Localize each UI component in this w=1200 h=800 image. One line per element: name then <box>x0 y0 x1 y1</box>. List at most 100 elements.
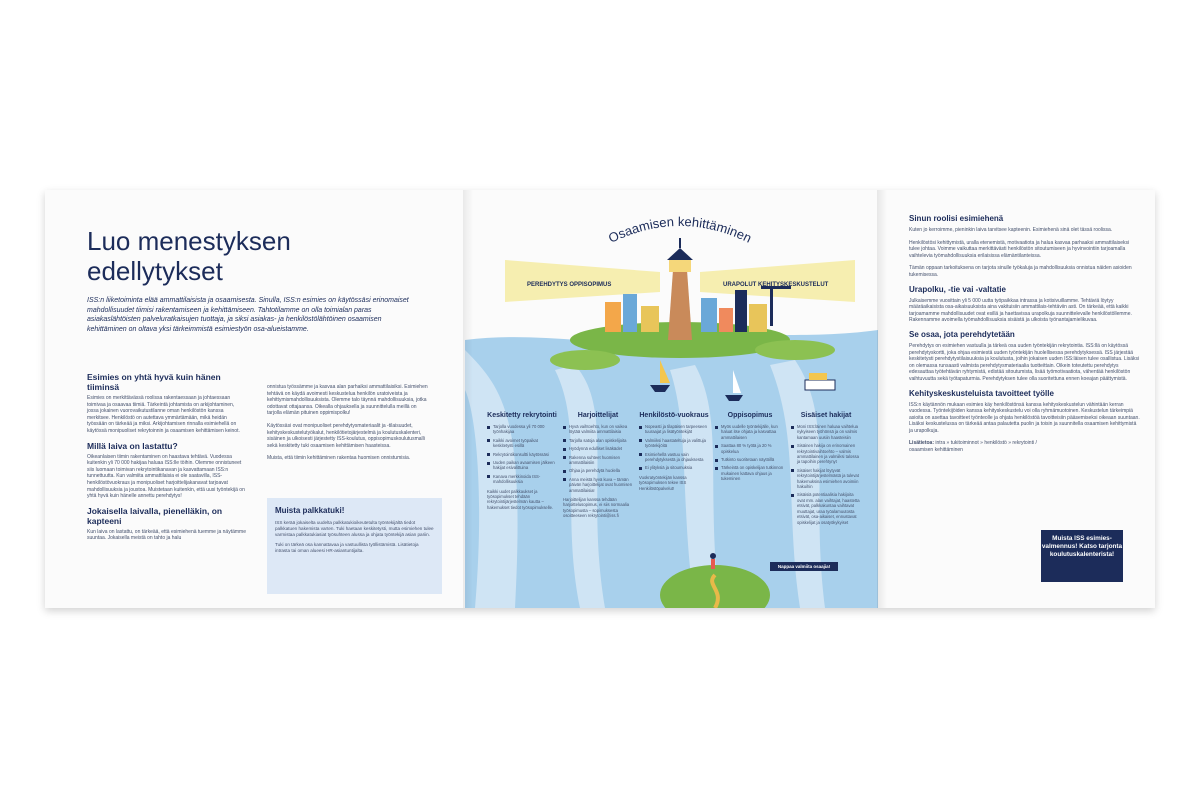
lighthouse-tower <box>668 270 692 340</box>
section-text-career: Julkaisemme vuosittain yli 5 000 uutta t… <box>909 297 1132 324</box>
ferry <box>804 379 836 391</box>
hill-path <box>710 573 720 608</box>
card-item: Anna meistä hyvä kuva – tämän päivän har… <box>563 477 633 493</box>
card-item: Moni ISS:läinen haluaa vaihtelua nykyise… <box>791 424 861 440</box>
card-item: Hyvä vaihtoehto, kun on vaikea löytää va… <box>563 424 633 435</box>
ferry-cabin <box>809 373 827 380</box>
card-item: Saattaa 80 % työtä ja 20 % opiskelua <box>715 443 785 454</box>
card-item: Ei ylityksiä ja sitoumuksia <box>639 465 709 470</box>
card-internal-applicants: Sisäiset hakijat Moni ISS:läinen haluaa … <box>791 412 861 528</box>
intro-text: ISS:n liiketoiminta elää ammattilaisista… <box>87 297 409 333</box>
card-item: Nopeasti ja tilapäisen tarpeeseen tuuraa… <box>639 424 709 435</box>
building-2 <box>623 294 637 332</box>
building-7 <box>749 304 767 332</box>
section-title-development: Kehityskeskusteluista tavoitteet työlle <box>909 388 1054 398</box>
small-island-right <box>755 340 835 360</box>
more-info-label: Lisätietoa: <box>909 440 935 447</box>
section-text-onboarding: Perehdytys on esimiehen vastuulla ja tär… <box>909 342 1140 382</box>
more-info: Lisätietoa: intra » tukitoiminnot » henk… <box>909 440 1039 453</box>
brochure: Luo menestyksen edellytykset ISS:n liike… <box>45 190 1155 608</box>
left-column-1: Esimies on yhtä hyvä kuin hänen tiiminsä… <box>87 372 247 548</box>
section-title-team: Esimies on yhtä hyvä kuin hänen tiiminsä <box>87 372 221 392</box>
card-item: Sisäinen hakija on erinomainen rekrytoin… <box>791 443 861 465</box>
section-text-role-1: Kuten jo kerroimme, pieninkin laiva tarv… <box>909 227 1113 233</box>
card-item: Ohjaa ja perehdytä huolella <box>563 468 633 473</box>
beam-label-right: URAPOLUT KEHITYSKESKUSTELUT <box>723 282 829 288</box>
section-text-captain: Kun laiva on lastattu, on tärkeää, että … <box>87 528 246 542</box>
sailboat-sail-1 <box>660 360 670 383</box>
section-text-role-2: Henkilöstösi kehittymistä, uralla etenem… <box>909 239 1130 259</box>
lighthouse-lamp <box>669 260 691 272</box>
card-item: Sisäiset hakijat löytyvät rekrytointijär… <box>791 468 861 490</box>
section-text-team: Esimies on merkittävässä roolissa rakent… <box>87 395 240 434</box>
card-item: Hyödynnä edulliset lisäkädet <box>563 446 633 451</box>
card-interns: Harjoittelijat Hyvä vaihtoehto, kun on v… <box>563 412 633 519</box>
card-title: Henkilöstö-vuokraus <box>639 412 709 419</box>
left-column-2: onnistua työssämme ja kasvaa alan parhai… <box>267 384 429 468</box>
card-apprenticeship: Oppisopimus Myös uudelle työntekijälle, … <box>715 412 785 485</box>
card-item: Tärkeintä on opiskelijan tutkinnon mukai… <box>715 465 785 481</box>
title-line-1: Luo menestyksen <box>87 226 291 256</box>
section-title-captain: Jokaisella laivalla, pienelläkin, on kap… <box>87 505 223 526</box>
wage-subsidy-callout: Muista palkkatuki! ISS kerää jokaiselta … <box>267 498 442 594</box>
card-note: Vuokratyöntekijän kanssa työsopimuksen t… <box>639 474 687 491</box>
card-item: Myös uudelle työntekijälle, kun haluat i… <box>715 424 785 440</box>
lighthouse-flag-pole <box>679 238 681 248</box>
stream-2 <box>555 365 605 608</box>
sailboat-hull-2 <box>725 395 743 401</box>
card-item: Rakenna suhteet huomisen ammattilaisiin <box>563 455 633 466</box>
card-title: Keskitetty rekrytointi <box>487 412 557 419</box>
more-info-path: intra » tukitoiminnot » henkilöstö » rek… <box>909 440 1037 454</box>
section-title-role: Sinun roolisi esimiehenä <box>909 214 1004 223</box>
small-island-left <box>550 350 620 370</box>
section-text-ship: Oikeanlaisen tiimin rakentaminen on haas… <box>87 453 245 500</box>
column-2-text-1: onnistua työssämme ja kasvaa alan parhai… <box>267 384 428 417</box>
card-item: Sisäisiä potentiaalisia hakijoita ovat m… <box>791 492 861 525</box>
right-panel: Sinun roolisi esimiehenä Kuten jo kerroi… <box>885 190 1155 608</box>
person-body <box>711 559 715 569</box>
card-central-recruitment: Keskitetty rekrytointi Tarjolla vuodessa… <box>487 412 557 510</box>
building-3 <box>641 306 659 332</box>
callout-text-2: Tuki on tärkeä osa kannattavaa ja vastuu… <box>275 542 419 553</box>
left-panel: Luo menestyksen edellytykset ISS:n liike… <box>45 190 465 608</box>
title-line-2: edellytykset <box>87 256 223 286</box>
card-item: Valmiiksi haastateltuja ja valittuja työ… <box>639 438 709 449</box>
coaching-cta[interactable]: Muista ISS esimies-valmennus! Katso tarj… <box>1041 530 1123 582</box>
card-note: Kaikki uudet palkkaukset ja työsopimukse… <box>487 488 554 510</box>
card-staff-leasing: Henkilöstö-vuokraus Nopeasti ja tilapäis… <box>639 412 709 491</box>
callout-text-1: ISS kerää jokaiselta uudelta palkkatukio… <box>275 520 434 537</box>
section-title-career: Urapolku, -tie vai -valtatie <box>909 284 1006 294</box>
page-title: Luo menestyksen edellytykset <box>87 226 387 286</box>
recruitment-cards: Keskitetty rekrytointi Tarjolla vuodessa… <box>487 412 867 592</box>
light-beam-right <box>700 260 855 302</box>
stream-3 <box>670 365 720 608</box>
callout-title: Muista palkkatuki! <box>275 506 345 515</box>
crane-mast <box>770 286 773 326</box>
card-item: Kaikki avoimet työpaikat keskitetysti es… <box>487 438 557 449</box>
building-6 <box>735 290 747 332</box>
card-title: Sisäiset hakijat <box>800 412 852 419</box>
right-column: Sinun roolisi esimiehenä Kuten jo kerroi… <box>909 214 1141 460</box>
lighthouse-roof <box>667 248 693 260</box>
card-item: Esimiehellä vastuu vain perehdytyksestä … <box>639 452 709 463</box>
river-illustration: Osaamisen kehittäminen PEREHDYTYS OPPISO… <box>465 214 878 608</box>
crane-arm <box>761 286 791 289</box>
column-2-text-2: Käytössäsi ovat monipuoliset perehdytysm… <box>267 422 425 449</box>
section-text-role-3: Tämän oppaan tarkoituksena on tarjota si… <box>909 265 1132 278</box>
card-item: Rekrytointikonsultti käytössäsi <box>487 452 557 457</box>
sailboat-sail-2 <box>733 370 741 393</box>
card-item: Tutkinto suoritetaan näytöillä <box>715 457 785 462</box>
section-title-onboarding: Se osaa, jota perehdytetään <box>909 329 1015 339</box>
stream-1 <box>465 350 518 608</box>
middle-panel: Osaamisen kehittäminen PEREHDYTYS OPPISO… <box>465 190 878 608</box>
card-note: Harjoittelijan kanssa tehdään harjoittel… <box>563 497 630 519</box>
light-beam-left <box>505 260 660 302</box>
section-title-ship: Millä laiva on lastattu? <box>87 440 178 451</box>
beam-label-left: PEREHDYTYS OPPISOPIMUS <box>527 282 611 288</box>
sailboat-hull-1 <box>650 385 670 392</box>
grab-talent-button[interactable]: Nappaa valmiita osaajia! <box>770 562 838 571</box>
stream-4 <box>770 360 825 608</box>
card-title: Harjoittelijat <box>577 412 619 419</box>
card-title: Oppisopimus <box>727 412 773 419</box>
person-head <box>710 553 716 559</box>
